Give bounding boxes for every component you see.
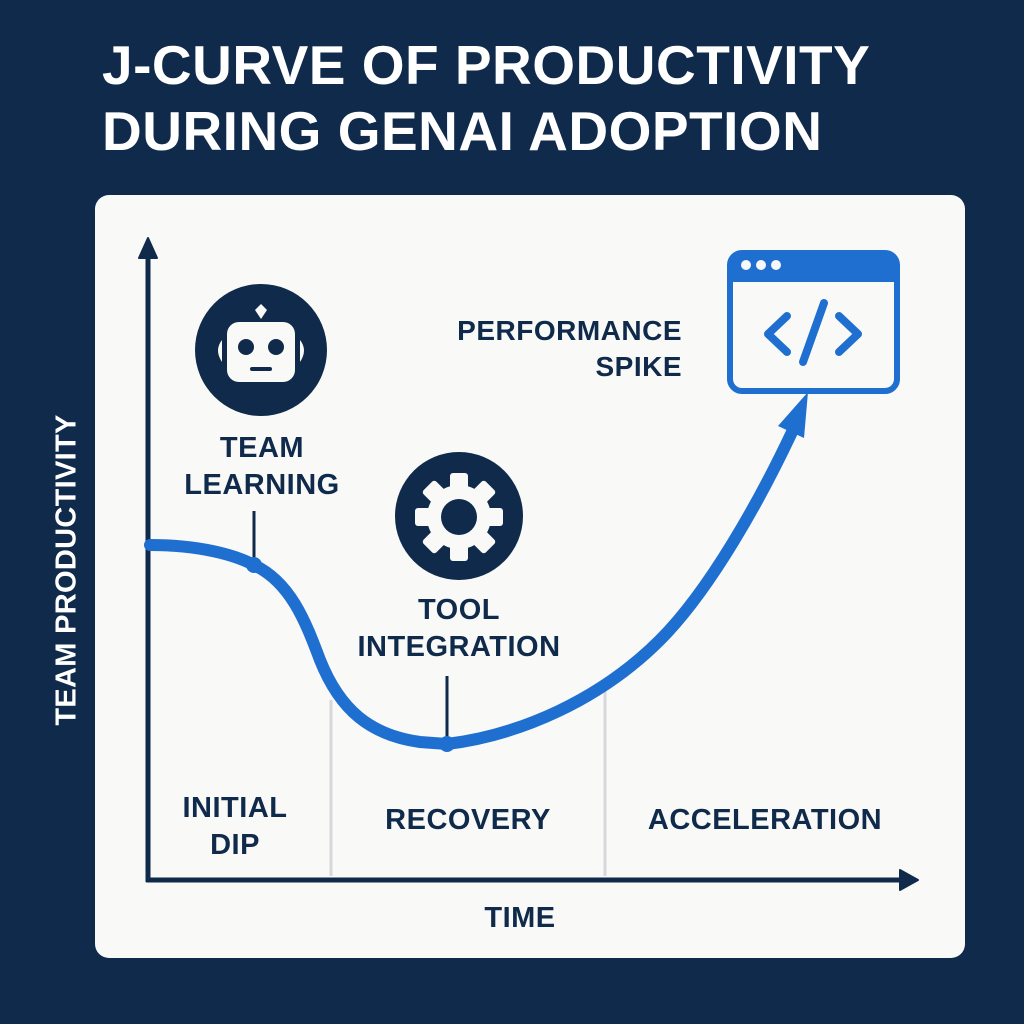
page-title: J-CURVE OF PRODUCTIVITY DURING GENAI ADO… (102, 32, 870, 164)
team-learning-marker (246, 557, 262, 573)
title-line-1: J-CURVE OF PRODUCTIVITY (102, 34, 871, 96)
phase-label-acceleration: ACCELERATION (647, 804, 883, 836)
curve-arrowhead-icon (778, 392, 808, 438)
gear-icon (395, 452, 523, 580)
tool-integration-marker (439, 736, 455, 752)
robot-icon (195, 284, 327, 416)
phase-label-recovery: RECOVERY (385, 804, 551, 836)
x-axis-label: TIME (484, 902, 556, 934)
team-learning-label: TEAM LEARNING (184, 432, 340, 501)
performance-spike-label: PERFORMANCE SPIKE (457, 315, 682, 382)
tool-integration-label: TOOL INTEGRATION (357, 594, 561, 663)
title-line-2: DURING GENAI ADOPTION (102, 100, 823, 162)
y-axis (138, 237, 158, 882)
code-window-icon (727, 250, 900, 394)
phase-label-initial-dip: INITIAL DIP (182, 792, 288, 861)
x-axis-arrow-icon (899, 869, 919, 891)
y-axis-arrow-icon (138, 237, 158, 259)
x-axis (146, 869, 919, 891)
